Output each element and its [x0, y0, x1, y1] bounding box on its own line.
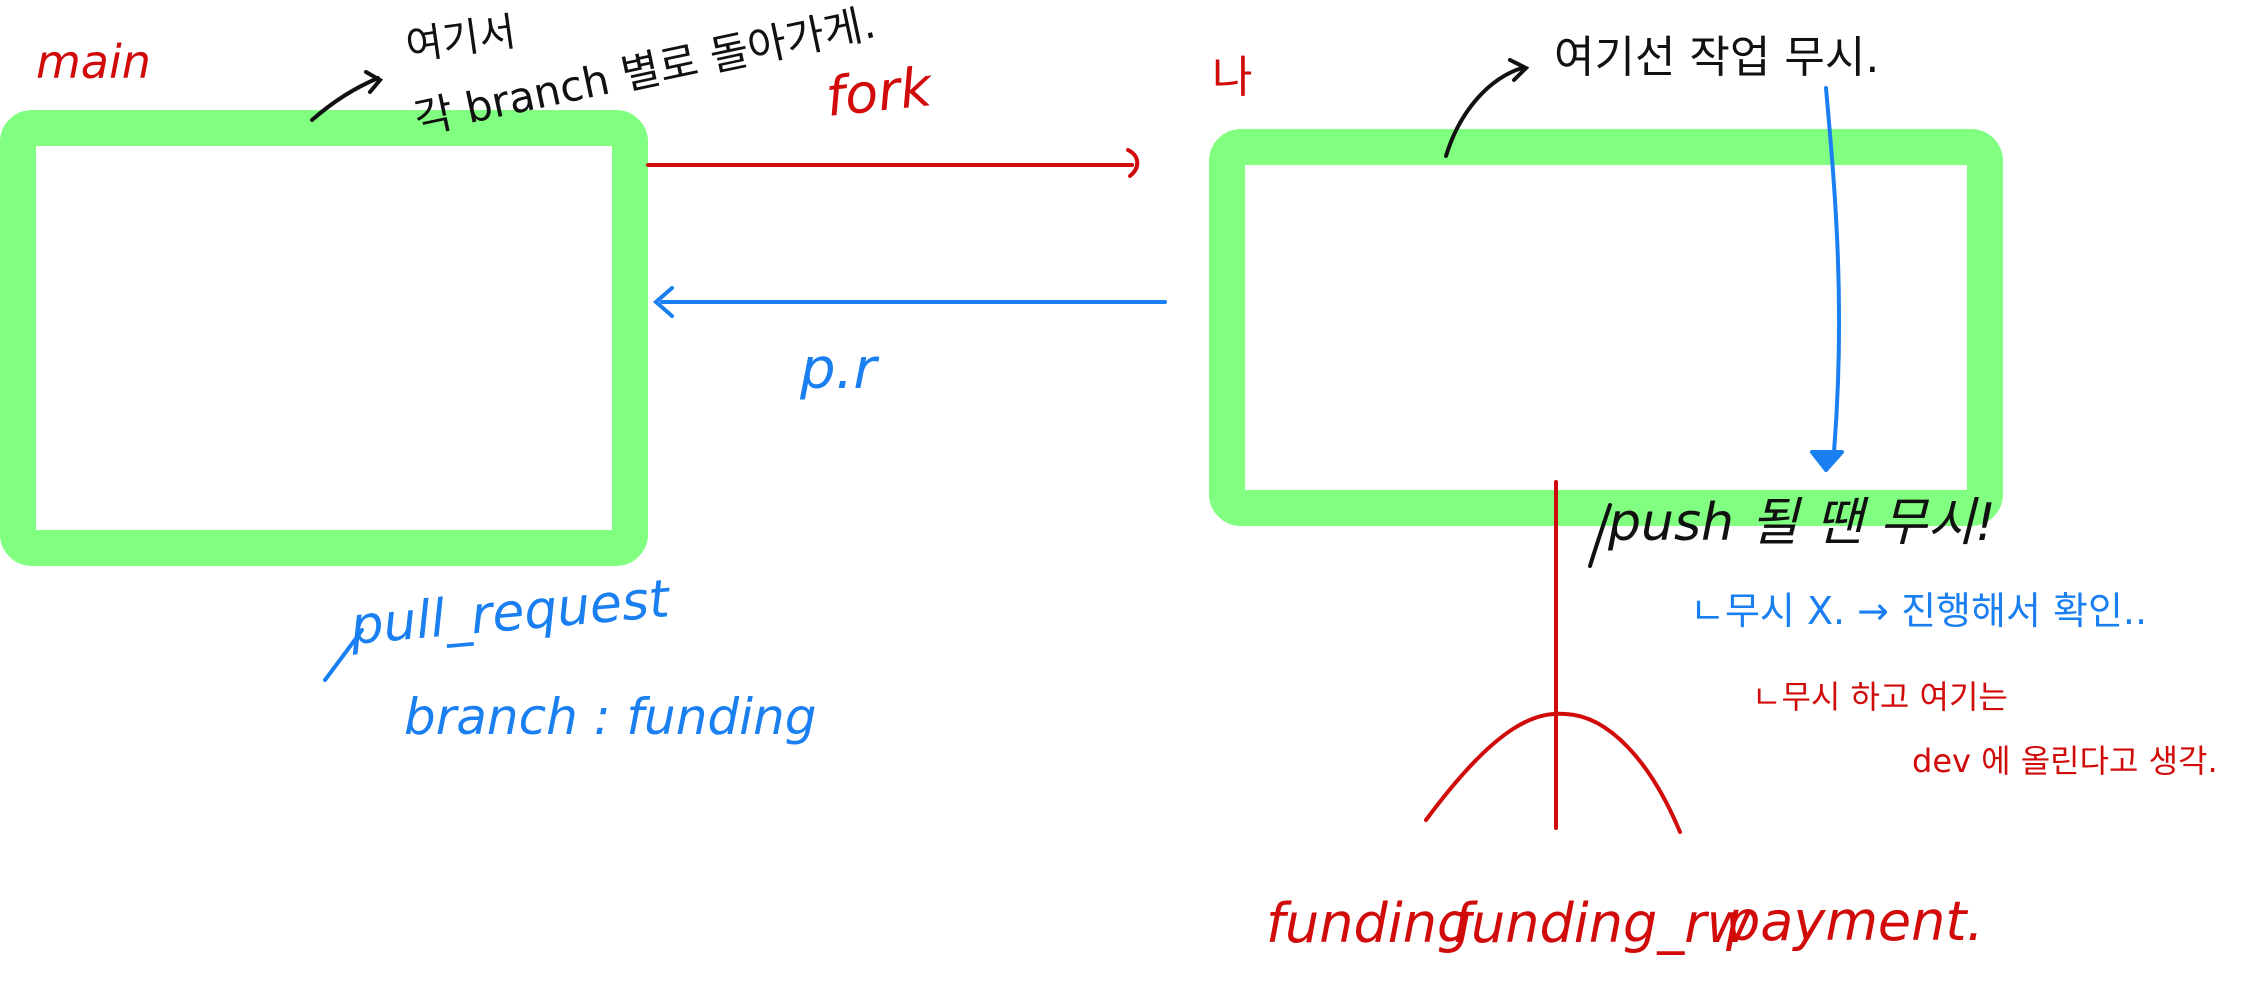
trigger-line2: branch : funding	[404, 688, 816, 746]
main-callout-stroke	[310, 76, 380, 122]
branch-name-payment: payment.	[1725, 890, 1984, 953]
pr-arrow-head	[652, 286, 674, 318]
red-note-line1: ㄴ무시 하고 여기는	[1752, 678, 2008, 716]
fork-note: 여기선 작업 무시.	[1554, 32, 1879, 83]
main-repo-box	[0, 110, 648, 566]
fork-arrow-label: fork	[823, 55, 937, 129]
branch-name-funding-rw: funding_rw	[1452, 892, 1751, 955]
pr-arrow-label: p.r	[799, 337, 879, 402]
branch-name-funding: funding	[1266, 892, 1471, 955]
blue-down-arrowhead	[1810, 450, 1844, 472]
red-note-line2: dev 에 올린다고 생각.	[1912, 742, 2218, 780]
fork-callout-stroke	[1444, 66, 1524, 158]
main-note-line1: 여기서	[403, 9, 519, 70]
blue-down-arrow	[1824, 86, 1842, 454]
trigger-line1: pull_request	[347, 569, 673, 657]
fork-repo-box	[1209, 129, 2003, 526]
fork-arrow-head	[1126, 148, 1140, 178]
branch-arch	[1424, 711, 1682, 834]
push-note-squiggle	[1588, 503, 1612, 568]
trigger-underline-stroke	[323, 628, 364, 682]
push-note: push 될 땐 무시!	[1607, 493, 1996, 553]
fork-callout-arrowhead	[1508, 58, 1530, 82]
blue-note: ㄴ무시 X. → 진행해서 확인..	[1690, 589, 2147, 633]
main-label: main	[36, 35, 151, 89]
fork-repo-label: 나	[1212, 52, 1252, 103]
main-callout-arrowhead	[364, 70, 384, 94]
